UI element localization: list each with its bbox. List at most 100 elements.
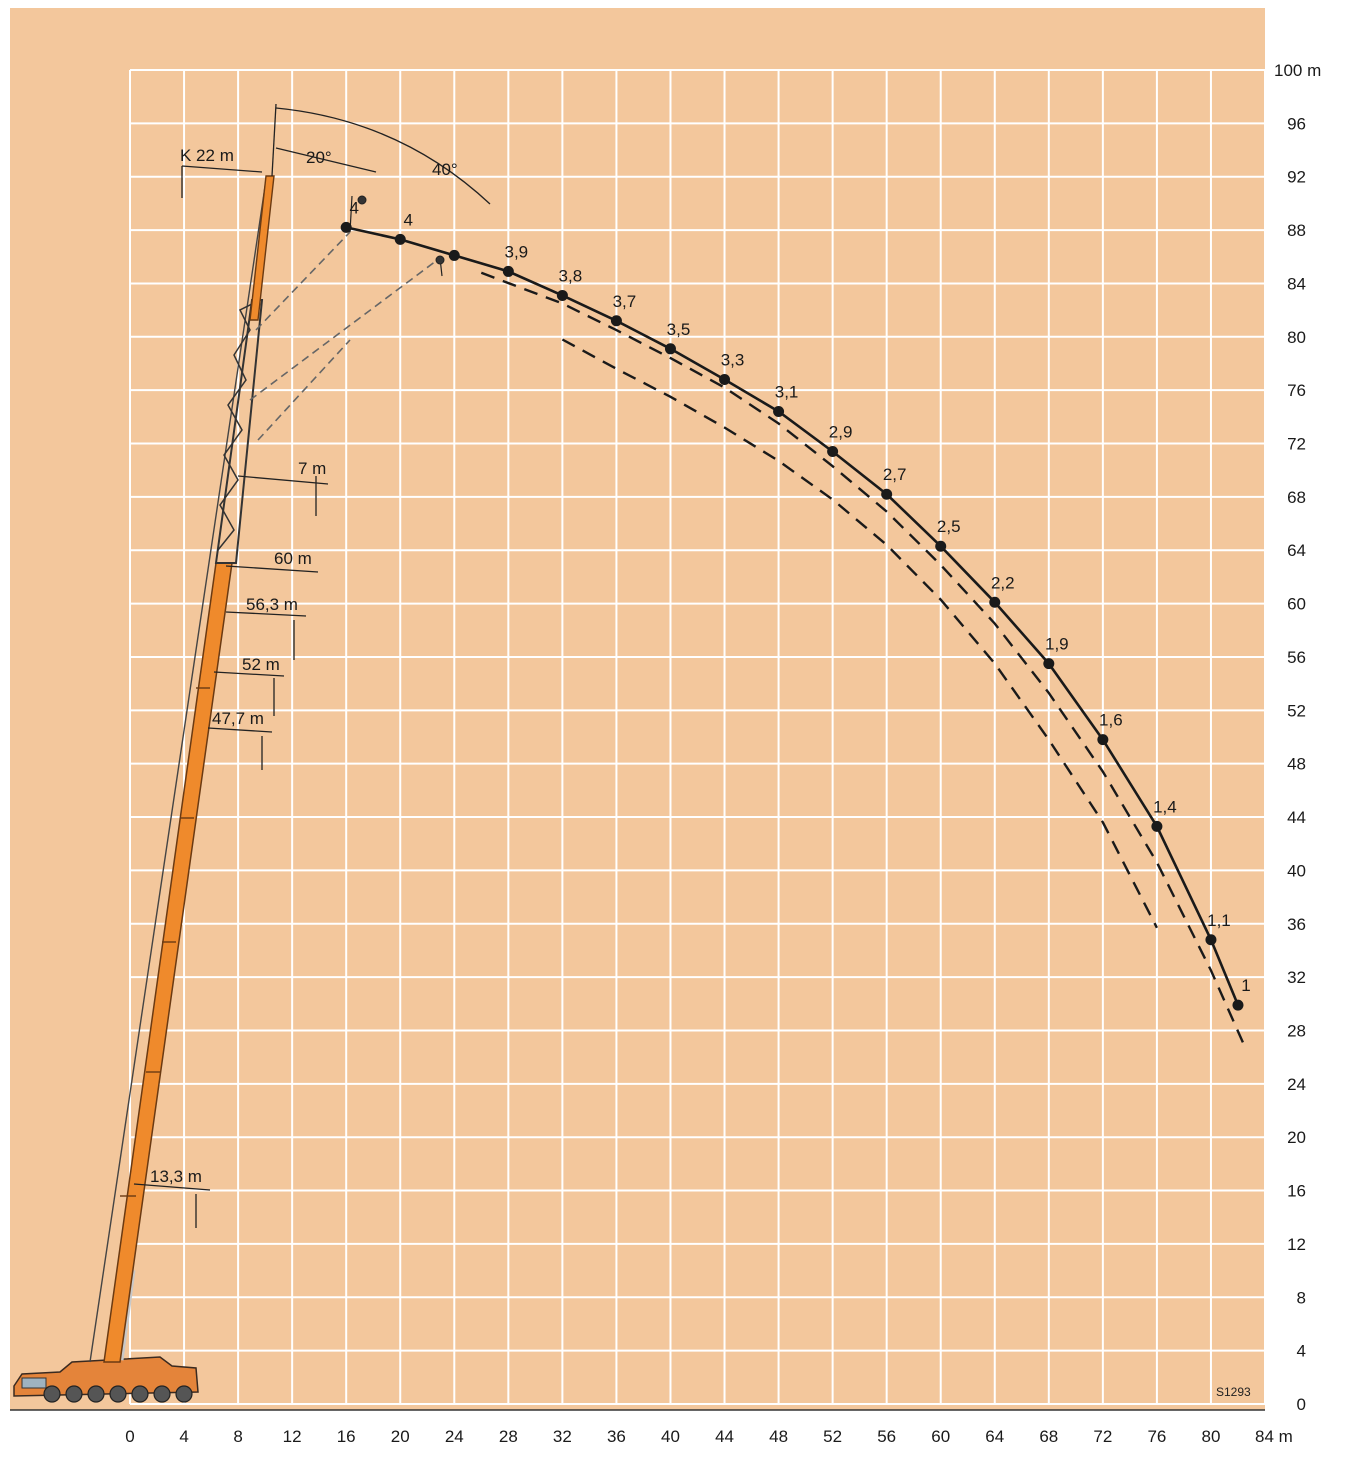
y-tick-label: 44 — [1287, 808, 1306, 827]
x-tick-label: 48 — [769, 1427, 788, 1446]
angle-20-label: 20° — [306, 148, 332, 167]
data-point — [448, 249, 460, 261]
x-tick-label: 56 — [877, 1427, 896, 1446]
data-label: 3,3 — [721, 350, 745, 369]
data-point — [610, 315, 622, 327]
x-tick-label: 64 — [985, 1427, 1004, 1446]
data-points — [340, 221, 1244, 1011]
y-tick-label: 88 — [1287, 221, 1306, 240]
data-label: 2,7 — [883, 465, 907, 484]
data-point — [394, 233, 406, 245]
dim-60m-label: 60 m — [274, 549, 312, 568]
data-point — [1232, 999, 1244, 1011]
load-curve-dashed-1 — [480, 271, 1246, 1047]
y-tick-label: 40 — [1287, 861, 1306, 880]
data-label: 1 — [1241, 976, 1250, 995]
data-label: 3,5 — [667, 320, 691, 339]
data-label: 3,9 — [505, 242, 529, 261]
data-point — [773, 406, 785, 418]
dim-47-7m-label: 47,7 m — [212, 709, 264, 728]
y-tick-label: 76 — [1287, 381, 1306, 400]
data-point — [1097, 734, 1109, 746]
data-point — [1043, 658, 1055, 670]
chart-background — [10, 8, 1265, 1410]
data-point — [1205, 934, 1217, 946]
y-tick-label: 56 — [1287, 648, 1306, 667]
data-label: 4 — [349, 198, 358, 217]
load-curve-solid — [345, 226, 1240, 1006]
data-label: 3,7 — [613, 292, 637, 311]
dim-13-3m-label: 13,3 m — [150, 1167, 202, 1186]
x-tick-label: 8 — [233, 1427, 242, 1446]
x-tick-label: 40 — [661, 1427, 680, 1446]
angle-40-label: 40° — [432, 160, 458, 179]
x-tick-label: 60 — [931, 1427, 950, 1446]
data-point — [556, 289, 568, 301]
data-labels: 4 4 3,9 3,8 3,7 3,5 3,3 3,1 2,9 2,7 2,5 2,2 1,9 1,6 1,… — [349, 198, 1250, 995]
y-tick-label: 64 — [1287, 541, 1306, 560]
y-tick-label: 72 — [1287, 435, 1306, 454]
dim-7m-label: 7 m — [298, 459, 326, 478]
annotations — [133, 103, 491, 1228]
y-tick-label: 92 — [1287, 168, 1306, 187]
data-label: 1,1 — [1207, 911, 1231, 930]
dim-52m-label: 52 m — [242, 655, 280, 674]
x-tick-label: 44 — [715, 1427, 734, 1446]
y-tick-label: 52 — [1287, 701, 1306, 720]
y-tick-label: 100 m — [1274, 61, 1321, 80]
y-tick-label: 8 — [1297, 1288, 1306, 1307]
data-point — [340, 221, 352, 233]
y-tick-label: 60 — [1287, 595, 1306, 614]
data-point — [719, 373, 731, 385]
load-curve-dashed-2 — [561, 338, 1158, 929]
data-label: 2,5 — [937, 517, 961, 536]
data-point — [1151, 820, 1163, 832]
x-tick-label: 36 — [607, 1427, 626, 1446]
y-tick-label: 12 — [1287, 1235, 1306, 1254]
y-axis-ticks: 0481216202428323640444852566064687276808… — [1274, 61, 1321, 1414]
data-point — [881, 488, 893, 500]
y-tick-label: 96 — [1287, 114, 1306, 133]
data-label: 3,1 — [775, 383, 799, 402]
y-tick-label: 68 — [1287, 488, 1306, 507]
y-tick-label: 16 — [1287, 1182, 1306, 1201]
data-label: 2,9 — [829, 423, 853, 442]
data-label: 3,8 — [559, 266, 583, 285]
curves — [345, 226, 1246, 1047]
data-point — [989, 596, 1001, 608]
data-label: 2,2 — [991, 573, 1015, 592]
annotation-labels: K 22 m 20° 40° 7 m 60 m 56,3 m 52 m 47,7… — [150, 146, 1251, 1399]
x-tick-label: 28 — [499, 1427, 518, 1446]
data-point — [664, 343, 676, 355]
data-label: 4 — [404, 210, 413, 229]
y-tick-label: 36 — [1287, 915, 1306, 934]
x-tick-label: 52 — [823, 1427, 842, 1446]
y-tick-label: 48 — [1287, 755, 1306, 774]
x-tick-label: 0 — [125, 1427, 134, 1446]
x-tick-label: 12 — [283, 1427, 302, 1446]
figure-code: S1293 — [1216, 1385, 1251, 1399]
x-tick-label: 76 — [1147, 1427, 1166, 1446]
x-tick-label: 32 — [553, 1427, 572, 1446]
jib-length-label: K 22 m — [180, 146, 234, 165]
data-label: 1,9 — [1045, 635, 1069, 654]
x-tick-label: 24 — [445, 1427, 464, 1446]
y-tick-label: 28 — [1287, 1021, 1306, 1040]
data-point — [502, 265, 514, 277]
data-label: 1,6 — [1099, 711, 1123, 730]
x-tick-label: 68 — [1039, 1427, 1058, 1446]
x-tick-label: 16 — [337, 1427, 356, 1446]
x-tick-label: 84 m — [1255, 1427, 1293, 1446]
crane-illustration — [13, 175, 445, 1403]
x-tick-label: 72 — [1093, 1427, 1112, 1446]
y-tick-label: 84 — [1287, 274, 1306, 293]
y-tick-label: 20 — [1287, 1128, 1306, 1147]
x-tick-label: 20 — [391, 1427, 410, 1446]
y-tick-label: 0 — [1297, 1395, 1306, 1414]
y-tick-label: 24 — [1287, 1075, 1306, 1094]
x-tick-label: 4 — [179, 1427, 188, 1446]
dim-56-3m-label: 56,3 m — [246, 595, 298, 614]
data-point — [935, 540, 947, 552]
y-tick-label: 32 — [1287, 968, 1306, 987]
